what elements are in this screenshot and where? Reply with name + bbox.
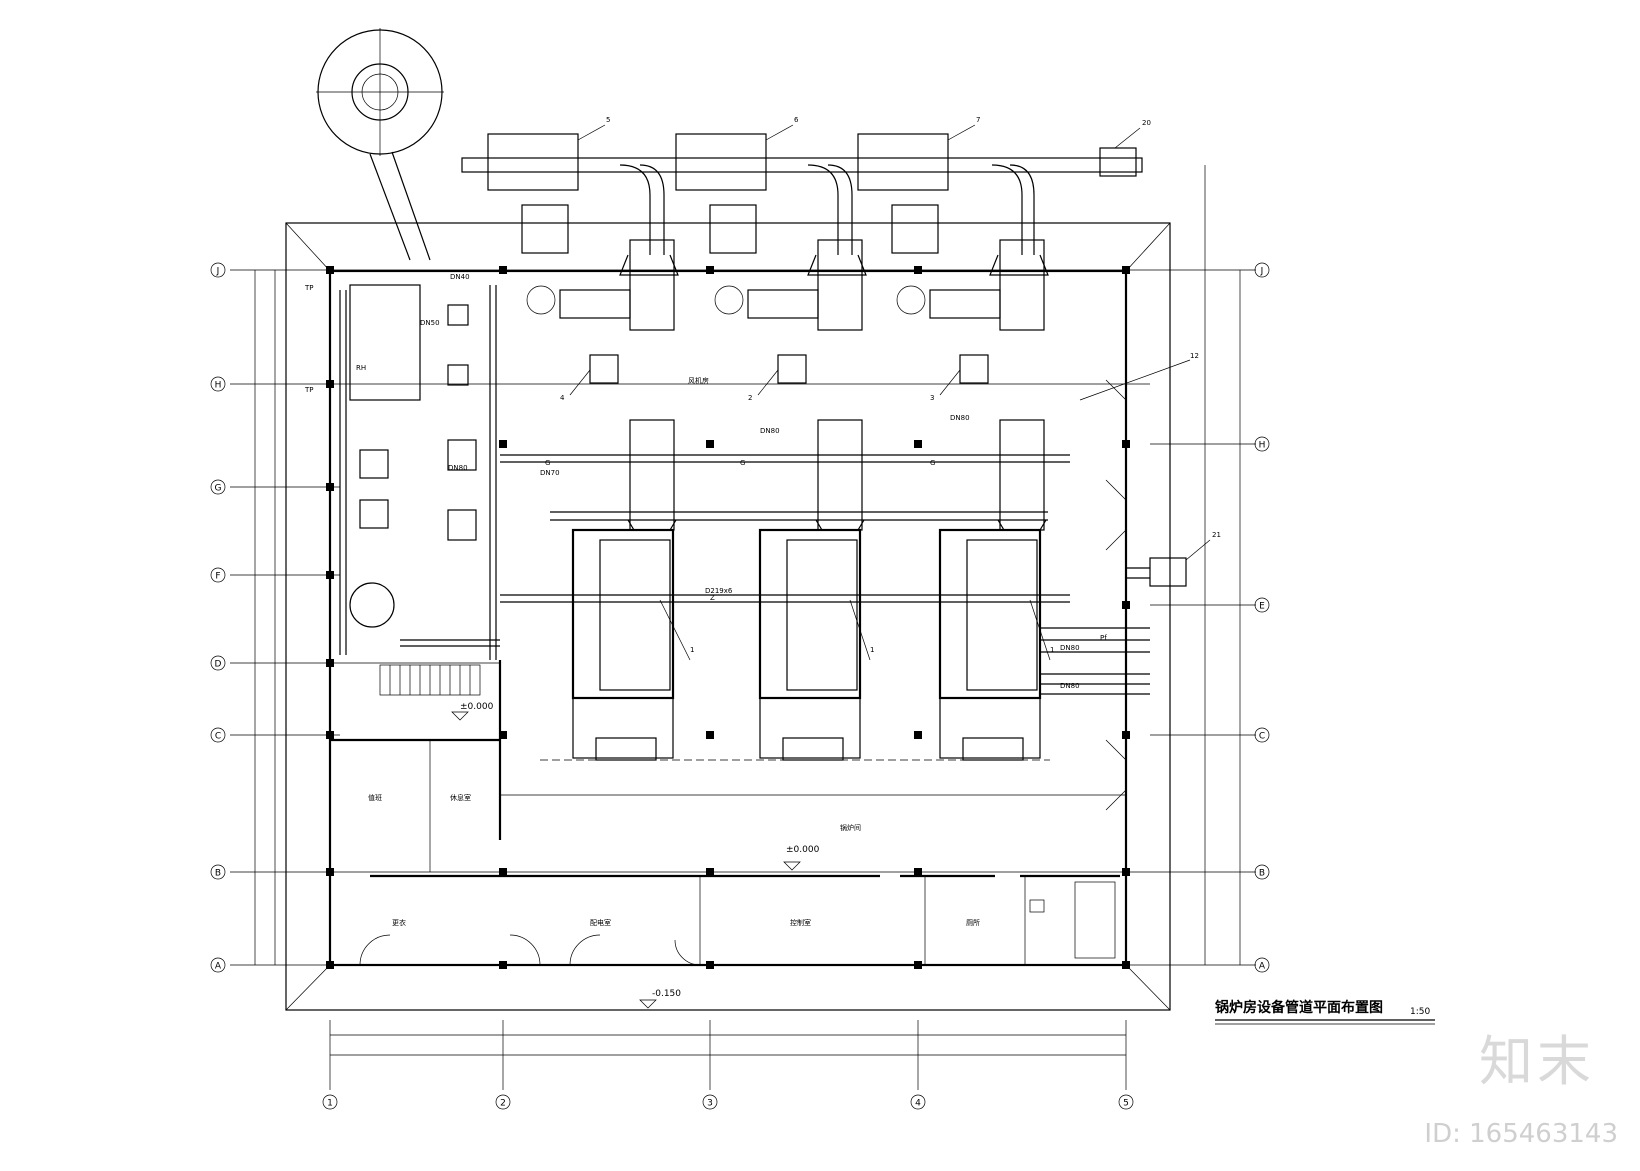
axis-label: E [1259,602,1265,612]
room-label: 休息室 [450,793,471,802]
pipe-label: DN80 [950,414,970,422]
axis-label: H [1259,441,1266,451]
line-tag: TP [304,284,314,292]
chimney [316,28,444,261]
axis-label: C [1259,732,1265,742]
room-label: 配电室 [590,918,611,927]
title-block: 锅炉房设备管道平面布置图 1:50 [1215,999,1435,1025]
column-axis-bubbles: 1 2 3 4 5 [322,1094,1134,1110]
elevation-label: ±0.000 [460,702,494,712]
svg-text:4: 4 [560,394,565,402]
svg-text:6: 6 [794,116,799,124]
pipe-label: DN50 [420,319,440,327]
drawing-scale: 1:50 [1410,1007,1430,1017]
axis-label: 4 [915,1099,921,1109]
line-tag: G [740,459,745,467]
axis-label: J [216,267,220,277]
watermark-brand: 知末 [1479,1030,1595,1093]
row-axis-bubbles-right: J H E C B A [1254,262,1270,973]
axis-label: B [215,869,221,879]
pipe-label: D219x6 [705,587,733,595]
room-label: 值班 [368,793,382,802]
axis-grid [230,165,1256,1090]
room-label: 更衣 [392,918,406,927]
elevation-markers: ±0.000 ±0.000 -0.150 [451,702,820,1009]
pipe-label: DN40 [450,273,470,281]
boilers [550,511,1048,761]
svg-text:1: 1 [1050,646,1054,654]
line-tag: G [545,459,550,467]
row-axis-bubbles-left: J H G F D C B A [210,262,226,973]
pipe-label: DN70 [540,469,560,477]
stairs [379,664,481,696]
watermark-id: ID: 165463143 [1424,1119,1618,1149]
svg-text:7: 7 [976,116,980,124]
axis-label: 1 [327,1099,333,1109]
axis-label: H [215,381,222,391]
svg-text:5: 5 [606,116,610,124]
line-tag: RH [356,364,366,372]
room-label: 风机房 [688,376,709,385]
water-treatment-room [339,284,500,660]
axis-label: D [215,660,222,670]
axis-label: B [1259,869,1265,879]
doors [359,379,1127,966]
svg-text:12: 12 [1190,352,1199,360]
svg-text:1: 1 [870,646,874,654]
axis-label: A [1259,962,1266,972]
axis-label: C [215,732,221,742]
boiler-blower-sets [521,204,1049,531]
pipe-headers [500,454,1187,761]
axis-label: 5 [1123,1099,1129,1109]
axis-label: 3 [707,1099,713,1109]
axis-label: A [215,962,222,972]
axis-label: 2 [500,1099,506,1109]
flue-ducts [461,133,1143,255]
room-label: 锅炉间 [840,823,861,832]
svg-text:2: 2 [748,394,752,402]
equipment-tags: 5 6 7 20 21 1 1 1 4 2 3 12 [560,116,1221,661]
pipe-annotations: DN40 DN50 DN80 DN70 DN80 DN80 D219x6 DN8… [304,273,1107,927]
drawing-title: 锅炉房设备管道平面布置图 [1215,999,1383,1016]
svg-text:21: 21 [1212,531,1221,539]
interior-walls [330,660,1126,965]
pipe-label: DN80 [760,427,780,435]
line-tag: Pf [1100,634,1107,642]
axis-label: G [215,484,222,494]
pipe-label: DN80 [1060,682,1080,690]
structural-columns [326,266,1130,969]
axis-label: F [215,572,220,582]
svg-text:3: 3 [930,394,934,402]
elevation-label: ±0.000 [786,845,820,855]
line-tag: TP [304,386,314,394]
line-tag: G [930,459,935,467]
room-label: 厕所 [966,918,980,927]
line-tag: Z [710,594,715,602]
elevation-label: -0.150 [652,989,681,999]
pipe-label: DN80 [1060,644,1080,652]
axis-label: J [1260,267,1264,277]
svg-text:20: 20 [1142,119,1151,127]
room-label: 控制室 [790,918,811,927]
svg-text:1: 1 [690,646,694,654]
pipe-label: DN80 [448,464,468,472]
